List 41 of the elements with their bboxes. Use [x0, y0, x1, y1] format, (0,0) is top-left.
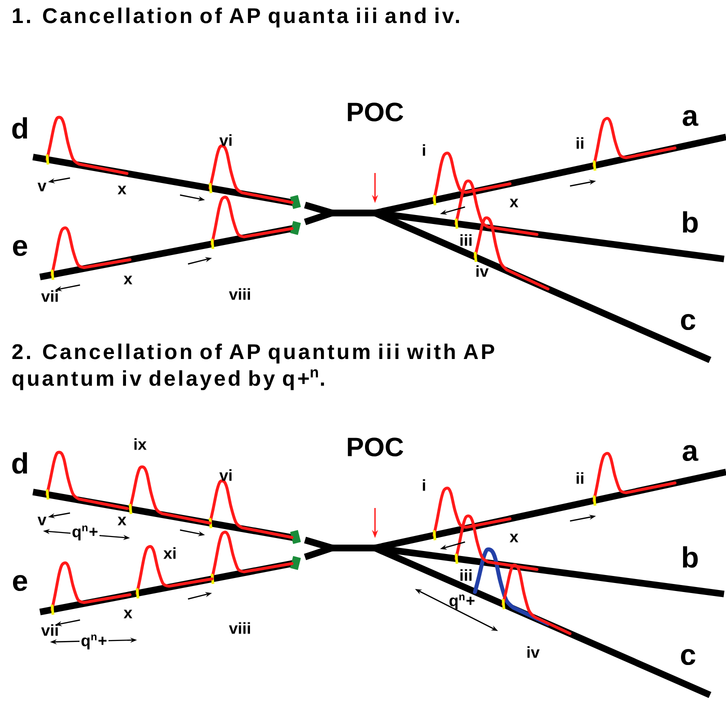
- label: q$^{n}$+: [70, 524, 100, 542]
- heading: 1. Cancellation of AP quanta iii and iv.: [12, 8, 459, 28]
- label: e: [13, 574, 28, 592]
- label: viii: [228, 288, 250, 300]
- label: vii: [41, 624, 58, 636]
- label: q$^{n}$+: [450, 594, 474, 610]
- label: iv: [476, 265, 489, 277]
- label: a: [682, 444, 698, 462]
- label: c: [681, 648, 696, 666]
- label: POC: [348, 102, 404, 122]
- label: xi: [163, 547, 176, 559]
- label: vi: [219, 134, 232, 146]
- label: d: [12, 117, 28, 139]
- label: b: [682, 546, 698, 568]
- label: x: [118, 186, 126, 194]
- label: d: [12, 452, 28, 474]
- label: viii: [228, 622, 250, 634]
- label: b: [682, 211, 698, 233]
- label: x: [510, 534, 518, 542]
- label: iii: [460, 234, 472, 246]
- label: i: [422, 479, 426, 491]
- label: POC: [348, 438, 404, 456]
- label: a: [682, 110, 698, 126]
- label: ii: [576, 472, 584, 484]
- label: c: [681, 314, 696, 330]
- label: iv: [527, 646, 540, 658]
- label: x: [118, 516, 126, 526]
- label: v: [38, 516, 46, 526]
- label: v: [38, 182, 46, 192]
- label: x: [124, 610, 132, 618]
- label: x: [124, 276, 132, 284]
- label: q$^{n}$+: [80, 633, 108, 651]
- label: i: [422, 144, 426, 156]
- label: e: [13, 240, 28, 256]
- heading: 2. Cancellation of AP quantum iii with AP quantum iv delayed by q+$^{n}$.: [12, 344, 494, 390]
- label: ix: [134, 438, 147, 450]
- label: vi: [219, 469, 232, 481]
- label: iii: [460, 569, 472, 581]
- label: ii: [576, 137, 584, 149]
- label: x: [510, 198, 518, 208]
- label: vii: [41, 290, 58, 302]
